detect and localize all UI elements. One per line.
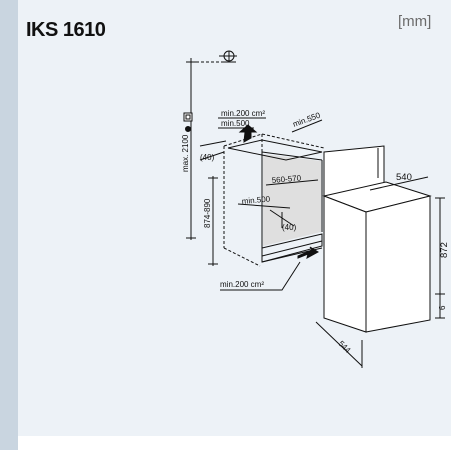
appliance-width-label: 540: [396, 172, 412, 183]
unit-label: [mm]: [398, 13, 432, 30]
depth-inner-label: min.500: [241, 194, 271, 205]
plinth-label: 6: [438, 305, 447, 310]
clearance-left-label: (40): [200, 153, 215, 162]
clearance-inner-label: (40): [282, 223, 297, 232]
vent-top-label: min.200 cm²: [221, 109, 265, 118]
niche-inner-wall: [263, 154, 321, 246]
left-sidebar-strip: [0, 0, 18, 450]
inner-dimensions: [237, 179, 319, 228]
niche-top: [227, 124, 323, 161]
model-title: IKS 1610: [26, 19, 106, 41]
vent-bottom-leader: [220, 261, 301, 291]
appliance-body: [322, 181, 432, 333]
niche-height-label: 874-890: [203, 198, 212, 228]
appliance-dimensions: [315, 176, 445, 368]
vent-bottom-label: min.200 cm²: [220, 280, 264, 289]
installation-drawing: min.200 cm² min.500 min.550 (40) max. 21…: [181, 50, 450, 368]
power-socket-icon: [196, 50, 237, 63]
appliance-height-label: 872: [439, 242, 450, 258]
niche-height-dimension: [208, 176, 218, 266]
top-dimensions: [199, 117, 323, 161]
niche-bottom: [261, 233, 323, 263]
max-height-dimension: [183, 58, 196, 240]
depth-top-label: min.500: [221, 119, 250, 128]
niche-width-label: 560-570: [271, 173, 302, 185]
appliance-depth-label: 544: [337, 339, 353, 355]
max-height-label: max. 2100: [181, 134, 190, 172]
